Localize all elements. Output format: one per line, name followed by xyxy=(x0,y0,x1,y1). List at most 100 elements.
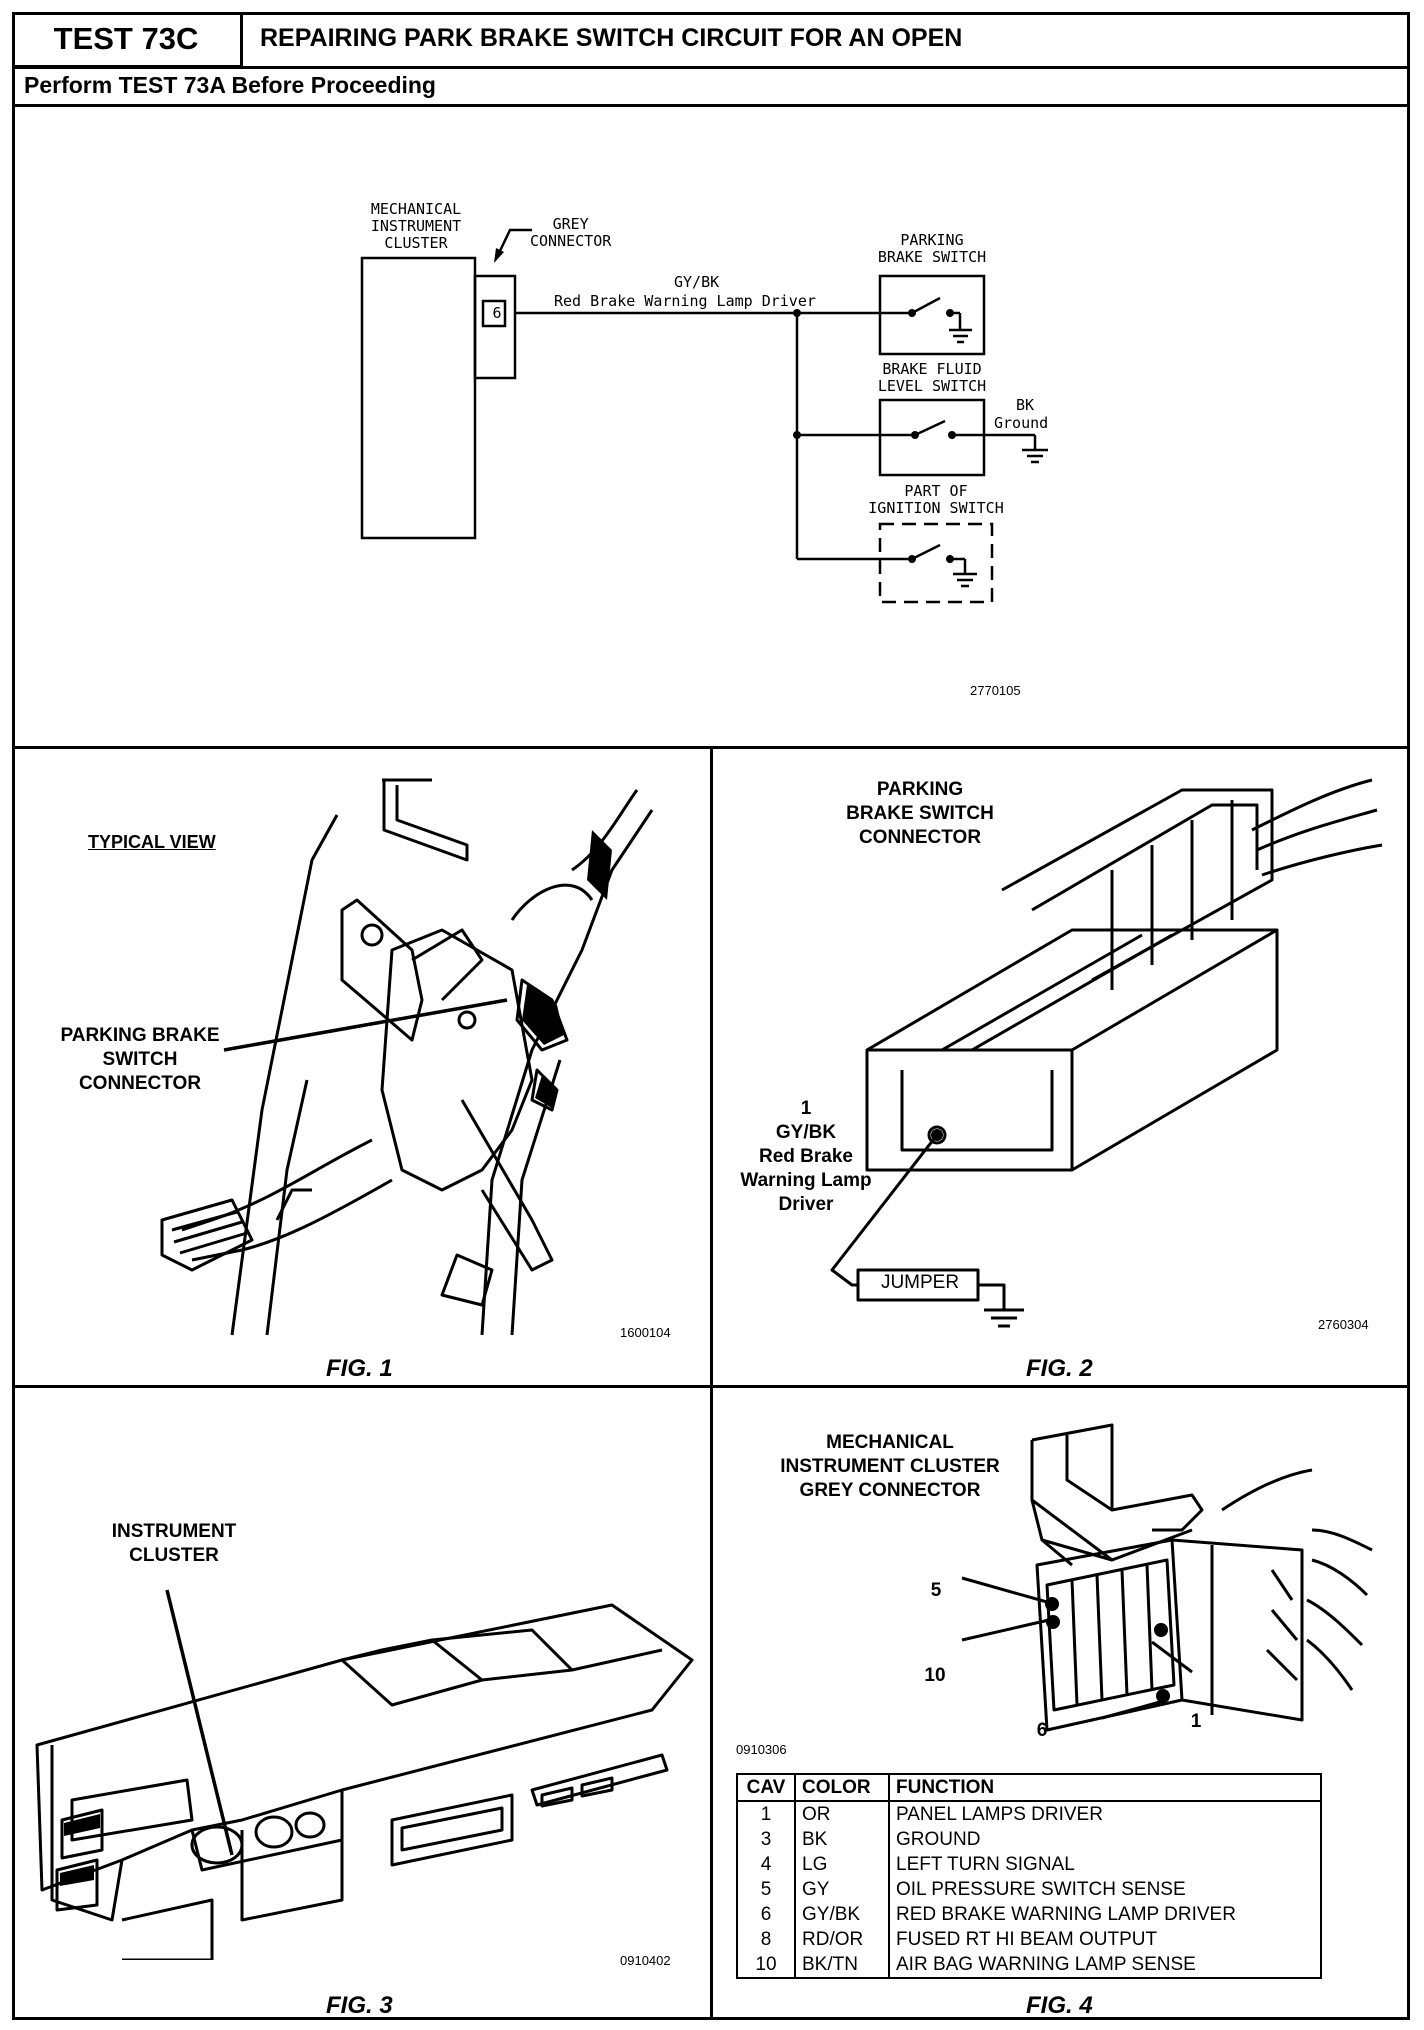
fig1-connector-label-line-1: PARKING BRAKE xyxy=(60,1025,220,1046)
ignition-switch-label: PART OF IGNITION SWITCH xyxy=(852,483,1020,517)
parking-brake-switch-label-line-1: PARKING xyxy=(900,231,964,249)
connector-pin-number: 6 xyxy=(492,304,502,322)
fig4-title-line-3: GREY CONNECTOR xyxy=(799,1480,981,1501)
page-title: REPAIRING PARK BRAKE SWITCH CIRCUIT FOR … xyxy=(260,24,963,52)
table-row: 3 BK GROUND xyxy=(736,1827,1322,1852)
cluster-label-line-1: MECHANICAL xyxy=(370,200,462,218)
table-header-cav: CAV xyxy=(736,1774,796,1802)
connector-pinout-table: CAV COLOR FUNCTION 1 OR PANEL LAMPS DRIV… xyxy=(736,1773,1322,1979)
fig1-connector-label-line-3: CONNECTOR xyxy=(78,1073,202,1094)
fig2-title-line-1: PARKING xyxy=(876,779,964,800)
table-header-row: CAV COLOR FUNCTION xyxy=(736,1774,1322,1802)
fig2-pin-label-line-4: Warning Lamp xyxy=(740,1170,872,1191)
fig4-pin-1-label: 1 xyxy=(1190,1711,1202,1732)
table-cell-function: RED BRAKE WARNING LAMP DRIVER xyxy=(888,1902,1322,1927)
ignition-switch-label-line-1: PART OF xyxy=(904,482,968,500)
table-cell-color: LG xyxy=(794,1852,890,1877)
table-cell-function: OIL PRESSURE SWITCH SENSE xyxy=(888,1877,1322,1902)
fig3-label: FIG. 3 xyxy=(326,1992,393,2019)
table-cell-function: LEFT TURN SIGNAL xyxy=(888,1852,1322,1877)
fig2-title-line-2: BRAKE SWITCH xyxy=(846,803,994,824)
switch-connector-illustration xyxy=(830,778,1383,1328)
table-cell-color: BK xyxy=(794,1827,890,1852)
fig3-title-line-1: INSTRUMENT xyxy=(111,1521,237,1542)
table-row: 6 GY/BK RED BRAKE WARNING LAMP DRIVER xyxy=(736,1902,1322,1927)
fig2-code: 2760304 xyxy=(1318,1317,1369,1332)
fig4-title: MECHANICAL INSTRUMENT CLUSTER GREY CONNE… xyxy=(740,1431,1040,1503)
fig2-title: PARKING BRAKE SWITCH CONNECTOR xyxy=(820,778,1020,850)
column-divider xyxy=(710,746,713,2020)
grey-connector-label-line-2: CONNECTOR xyxy=(530,232,612,250)
table-cell-color: RD/OR xyxy=(794,1927,890,1952)
table-cell-function: GROUND xyxy=(888,1827,1322,1852)
table-header-color: COLOR xyxy=(794,1774,890,1802)
table-row: 5 GY OIL PRESSURE SWITCH SENSE xyxy=(736,1877,1322,1902)
schematic-code: 2770105 xyxy=(970,683,1021,698)
schematic-lines xyxy=(360,228,1048,604)
fig3-title-line-2: CLUSTER xyxy=(129,1545,219,1566)
fig1-connector-label: PARKING BRAKE SWITCH CONNECTOR xyxy=(40,1024,240,1096)
table-cell-color: BK/TN xyxy=(794,1952,890,1978)
fig3-code: 0910402 xyxy=(620,1953,671,1968)
fig3-title: INSTRUMENT CLUSTER xyxy=(74,1520,274,1568)
table-cell-function: AIR BAG WARNING LAMP SENSE xyxy=(888,1952,1322,1978)
test-id: TEST 73C xyxy=(12,12,243,68)
table-header-function: FUNCTION xyxy=(888,1774,1322,1802)
fig1-connector-label-line-2: SWITCH xyxy=(102,1049,178,1070)
wire-color: GY/BK xyxy=(674,273,720,291)
table-cell-color: GY xyxy=(794,1877,890,1902)
header-divider xyxy=(12,66,1410,69)
table-cell-cav: 6 xyxy=(736,1902,796,1927)
fig4-title-line-1: MECHANICAL xyxy=(826,1432,954,1453)
fig4-title-line-2: INSTRUMENT CLUSTER xyxy=(780,1456,1000,1477)
fig2-label: FIG. 2 xyxy=(1026,1355,1093,1382)
grey-connector-illustration xyxy=(961,1423,1373,1732)
table-cell-function: PANEL LAMPS DRIVER xyxy=(888,1801,1322,1827)
jumper-label: JUMPER xyxy=(880,1272,960,1293)
cluster-label-line-3: CLUSTER xyxy=(384,234,448,252)
fig4-pin-6-label: 6 xyxy=(1036,1720,1048,1741)
instrument-panel-illustration xyxy=(35,1589,694,1960)
fig2-pin-label-line-1: 1 xyxy=(800,1098,812,1119)
fig2-pin-label-line-2: GY/BK xyxy=(775,1122,837,1143)
fig1-label: FIG. 1 xyxy=(326,1355,393,1382)
fig2-pin-label-line-5: Driver xyxy=(778,1194,834,1215)
table-cell-cav: 1 xyxy=(736,1801,796,1827)
parking-brake-illustration xyxy=(160,778,654,1336)
table-row: 4 LG LEFT TURN SIGNAL xyxy=(736,1852,1322,1877)
subtitle-divider xyxy=(12,104,1410,107)
page-subtitle: Perform TEST 73A Before Proceeding xyxy=(24,72,436,98)
grey-connector-label-line-1: GREY xyxy=(552,215,589,233)
ground-label: Ground xyxy=(994,414,1049,432)
table-row: 8 RD/OR FUSED RT HI BEAM OUTPUT xyxy=(736,1927,1322,1952)
cluster-label: MECHANICAL INSTRUMENT CLUSTER xyxy=(356,201,476,252)
table-cell-cav: 8 xyxy=(736,1927,796,1952)
grey-connector-label: GREY CONNECTOR xyxy=(530,216,611,250)
brake-fluid-switch-label-line-1: BRAKE FLUID xyxy=(882,360,982,378)
fig4-pin-10-label: 10 xyxy=(924,1665,946,1686)
fig2-pin-label-line-3: Red Brake xyxy=(759,1146,853,1167)
table-cell-cav: 4 xyxy=(736,1852,796,1877)
typical-view-label: TYPICAL VIEW xyxy=(88,832,216,852)
ignition-switch-label-line-2: IGNITION SWITCH xyxy=(868,499,1004,517)
fig1-code: 1600104 xyxy=(620,1325,671,1340)
table-cell-cav: 10 xyxy=(736,1952,796,1978)
table-row: 10 BK/TN AIR BAG WARNING LAMP SENSE xyxy=(736,1952,1322,1978)
cluster-label-line-2: INSTRUMENT xyxy=(370,217,462,235)
fig2-title-line-3: CONNECTOR xyxy=(858,827,982,848)
table-cell-function: FUSED RT HI BEAM OUTPUT xyxy=(888,1927,1322,1952)
parking-brake-switch-label-line-2: BRAKE SWITCH xyxy=(877,248,987,266)
table-cell-cav: 3 xyxy=(736,1827,796,1852)
brake-fluid-switch-label-line-2: LEVEL SWITCH xyxy=(877,377,987,395)
brake-fluid-switch-label: BRAKE FLUID LEVEL SWITCH xyxy=(862,361,1002,395)
ground-wire-color: BK xyxy=(1016,396,1035,414)
fig4-label: FIG. 4 xyxy=(1026,1992,1093,2019)
table-row: 1 OR PANEL LAMPS DRIVER xyxy=(736,1801,1322,1827)
fig4-pin-5-label: 5 xyxy=(930,1580,942,1601)
table-cell-cav: 5 xyxy=(736,1877,796,1902)
table-cell-color: OR xyxy=(794,1801,890,1827)
table-cell-color: GY/BK xyxy=(794,1902,890,1927)
fig2-pin-label: 1 GY/BK Red Brake Warning Lamp Driver xyxy=(716,1097,896,1217)
parking-brake-switch-label: PARKING BRAKE SWITCH xyxy=(870,232,994,266)
wire-name: Red Brake Warning Lamp Driver xyxy=(554,292,816,310)
